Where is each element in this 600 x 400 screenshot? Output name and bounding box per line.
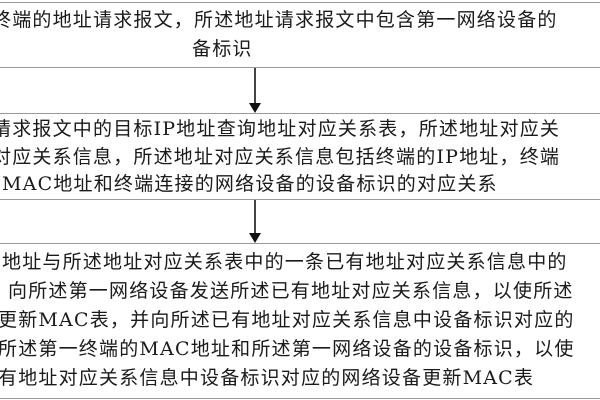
flow-step-3 <box>0 243 600 399</box>
step-3-line-5: 有地址对应关系信息中设备标识对应的网络设备更新MAC表 <box>0 367 535 389</box>
arrow-1-shaft <box>254 68 256 104</box>
flow-step-2 <box>0 113 600 200</box>
step-1-line-1: 终端的地址请求报文，所述地址请求报文中包含第一网络设备的 <box>0 9 558 31</box>
step-3-line-1: 地址与所述地址对应关系表中的一条已有地址对应关系信息中的 <box>2 251 568 273</box>
step-3-line-3: 更新MAC表，并向所述已有地址对应关系信息中设备标识对应的 <box>0 309 575 331</box>
step-1-line-2: 备标识 <box>192 38 253 60</box>
arrow-down-icon <box>249 103 261 113</box>
arrow-down-icon <box>249 233 261 243</box>
step-3-line-2: 向所述第一网络设备发送所述已有地址对应关系信息，以使所述 <box>8 280 574 302</box>
step-2-line-3: MAC地址和终端连接的网络设备的设备标识的对应关系 <box>2 173 498 195</box>
arrow-2-shaft <box>254 200 256 234</box>
step-2-line-1: 请求报文中的目标IP地址查询地址对应关系表，所述地址对应关 <box>0 118 561 140</box>
step-2-line-2: 对应关系信息，所述地址对应关系信息包括终端的IP地址，终端 <box>0 146 561 168</box>
flow-step-1 <box>0 2 600 68</box>
step-3-line-4: 所述第一终端的MAC地址和所述第一网络设备的设备标识，以使 <box>0 338 575 360</box>
